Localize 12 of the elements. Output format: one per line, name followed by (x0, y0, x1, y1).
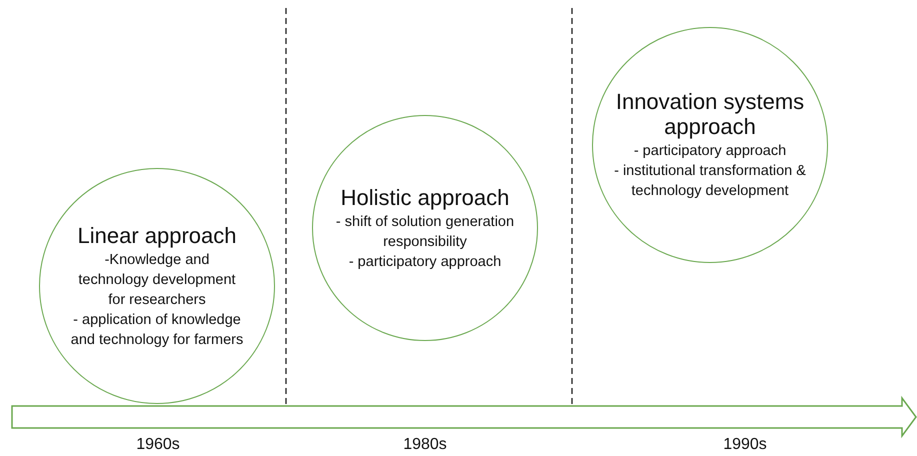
approach-description: - participatory approach (634, 142, 786, 161)
decade-label: 1980s (403, 436, 447, 454)
decade-label: 1990s (723, 436, 767, 454)
decade-label: 1960s (136, 436, 180, 454)
approach-description: - application of knowledge and technology for farmers (70, 310, 244, 350)
approach-description: - institutional transformation & technology development (613, 162, 807, 201)
approach-heading: Innovation systems approach (614, 89, 806, 139)
approach-description: - participatory approach (348, 252, 502, 272)
approach-description: -Knowledge and technology development for researchers (77, 250, 237, 310)
approach-heading: Linear approach (77, 222, 236, 248)
approach-heading: Holistic approach (340, 184, 510, 210)
approach-description: - shift of solution generation responsibility (334, 212, 516, 252)
